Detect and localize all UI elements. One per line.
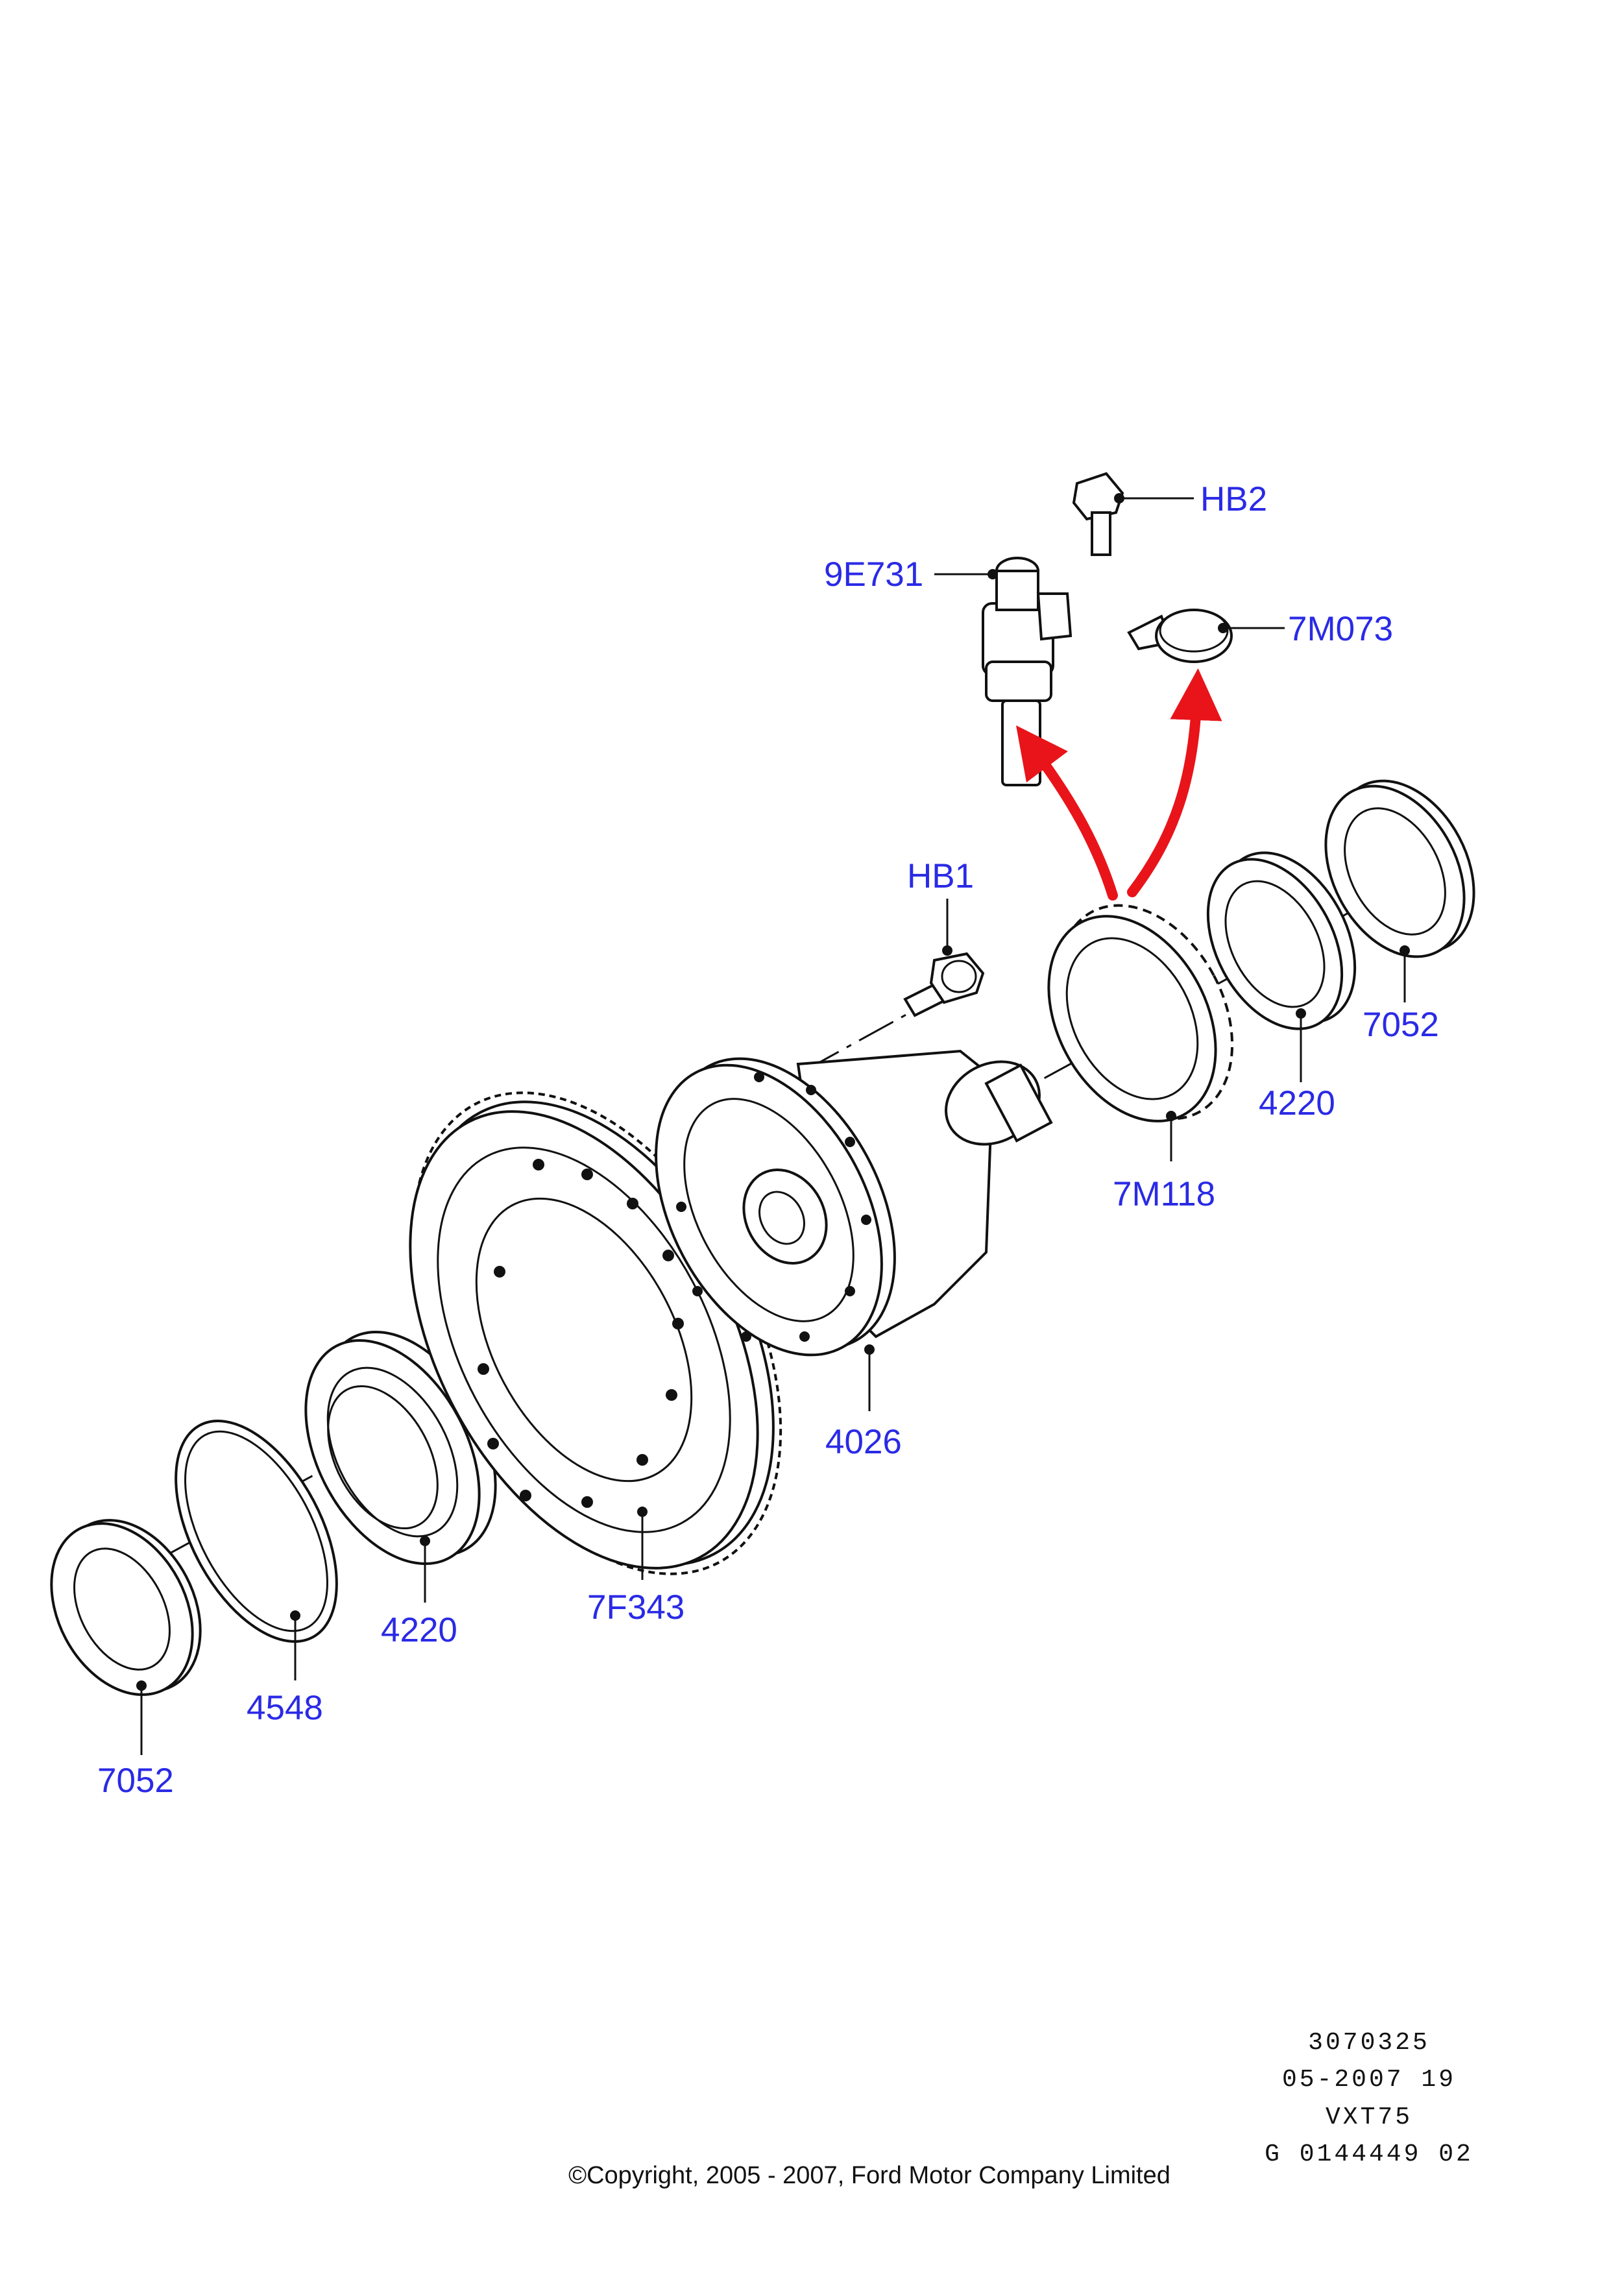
label-hb1: HB1 <box>907 857 974 895</box>
drawing-metadata: 3070325 05-2007 19 VXT75 G 0144449 02 ©C… <box>568 2029 1473 2189</box>
copyright-notice: ©Copyright, 2005 - 2007, Ford Motor Comp… <box>568 2162 1170 2189</box>
date-code: 05-2007 19 <box>1282 2066 1456 2094</box>
replacement-arrows <box>1016 668 1222 901</box>
part-labels: HB2 9E731 7M073 HB1 7052 4220 7M118 4026… <box>97 480 1439 1800</box>
seal-7052-left <box>50 1519 202 1696</box>
seal-7052-right <box>1324 779 1475 958</box>
label-7f343: 7F343 <box>587 1588 685 1627</box>
label-4220-right: 4220 <box>1259 1084 1335 1122</box>
arrow-to-plug <box>1127 668 1222 897</box>
arrow-to-sensor <box>1016 725 1118 901</box>
label-4548: 4548 <box>247 1689 323 1727</box>
bearing-4220-right <box>1206 851 1357 1030</box>
leader-lines <box>136 493 1410 1755</box>
label-4220-left: 4220 <box>381 1611 457 1649</box>
speed-sensor-9e731 <box>982 557 1073 786</box>
bolt-hb2 <box>1072 472 1124 556</box>
speedo-drive-gear-7m118 <box>1047 904 1234 1122</box>
shim-4548 <box>175 1420 338 1643</box>
label-4026: 4026 <box>825 1423 902 1461</box>
model-code: VXT75 <box>1326 2103 1412 2131</box>
label-7052-left: 7052 <box>97 1762 174 1800</box>
label-7052-right: 7052 <box>1363 1006 1439 1044</box>
label-7m118: 7M118 <box>1113 1175 1215 1213</box>
plug-7m073 <box>1127 609 1233 663</box>
ref-number: 3070325 <box>1308 2029 1430 2057</box>
differential-housing-4026 <box>655 1049 1053 1357</box>
drawing-id: G 0144449 02 <box>1265 2140 1473 2168</box>
label-hb2: HB2 <box>1200 480 1267 518</box>
label-9e731: 9E731 <box>824 555 923 594</box>
label-7m073: 7M073 <box>1288 610 1393 648</box>
bolt-hb1 <box>903 952 985 1017</box>
